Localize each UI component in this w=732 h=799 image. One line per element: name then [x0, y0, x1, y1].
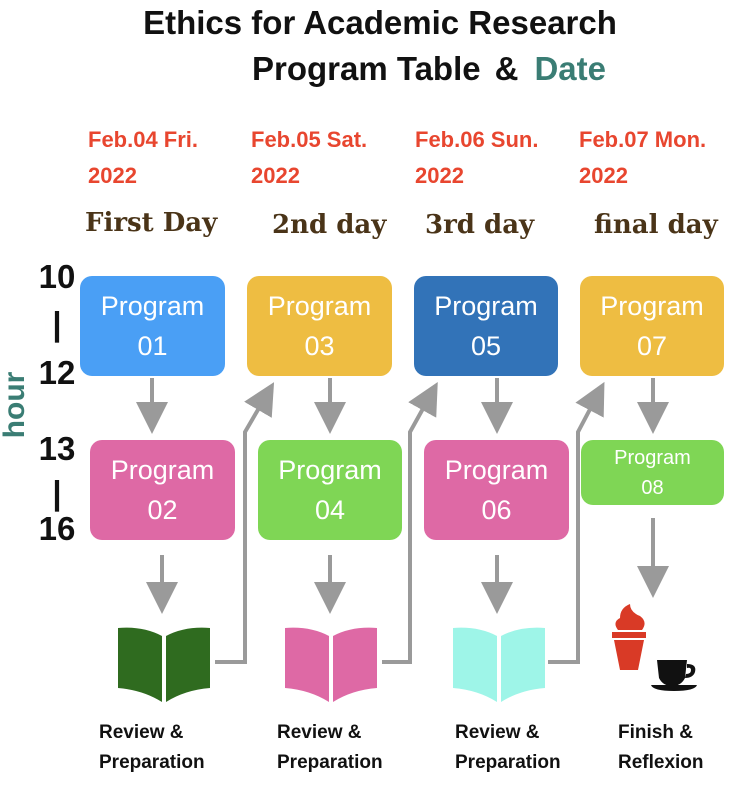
- title-program-table: Program Table: [252, 50, 481, 87]
- day-label-1: First Day: [85, 208, 218, 238]
- date-day4: Feb.07 Mon.2022: [579, 127, 707, 188]
- day-label-4: final day: [594, 210, 718, 240]
- arrow-review2-05: [382, 382, 438, 664]
- hour-sep-1: |: [52, 305, 62, 342]
- date-day3: Feb.06 Sun.2022: [415, 127, 539, 188]
- review-label-3: Review &Preparation: [455, 722, 561, 773]
- hour-16: 16: [38, 510, 76, 547]
- hour-13: 13: [38, 430, 76, 467]
- review-label-1: Review &Preparation: [99, 722, 205, 773]
- finish-label: Finish &Reflexion: [618, 722, 704, 773]
- date-day1: Feb.04 Fri.2022: [88, 127, 199, 188]
- book-icon: [285, 627, 377, 702]
- arrow-review1-03: [215, 382, 275, 664]
- title-line1: Ethics for Academic Research: [143, 4, 617, 41]
- coffee-cup-icon: [651, 660, 697, 691]
- hour-sep-2: |: [52, 474, 62, 511]
- title-line2: Program Table&Date: [252, 50, 606, 88]
- arrow-review3-07: [548, 381, 605, 664]
- day-label-3: 3rd day: [425, 210, 535, 240]
- book-icon: [118, 627, 210, 702]
- date-day2: Feb.05 Sat.2022: [251, 127, 368, 188]
- ice-cream-icon: [612, 604, 646, 670]
- review-label-2: Review &Preparation: [277, 722, 383, 773]
- hour-12: 12: [38, 354, 76, 391]
- title-amp: &: [494, 50, 519, 87]
- title-date: Date: [534, 50, 606, 87]
- day-label-2: 2nd day: [272, 210, 387, 240]
- book-icon: [453, 627, 545, 702]
- hour-10: 10: [38, 258, 76, 295]
